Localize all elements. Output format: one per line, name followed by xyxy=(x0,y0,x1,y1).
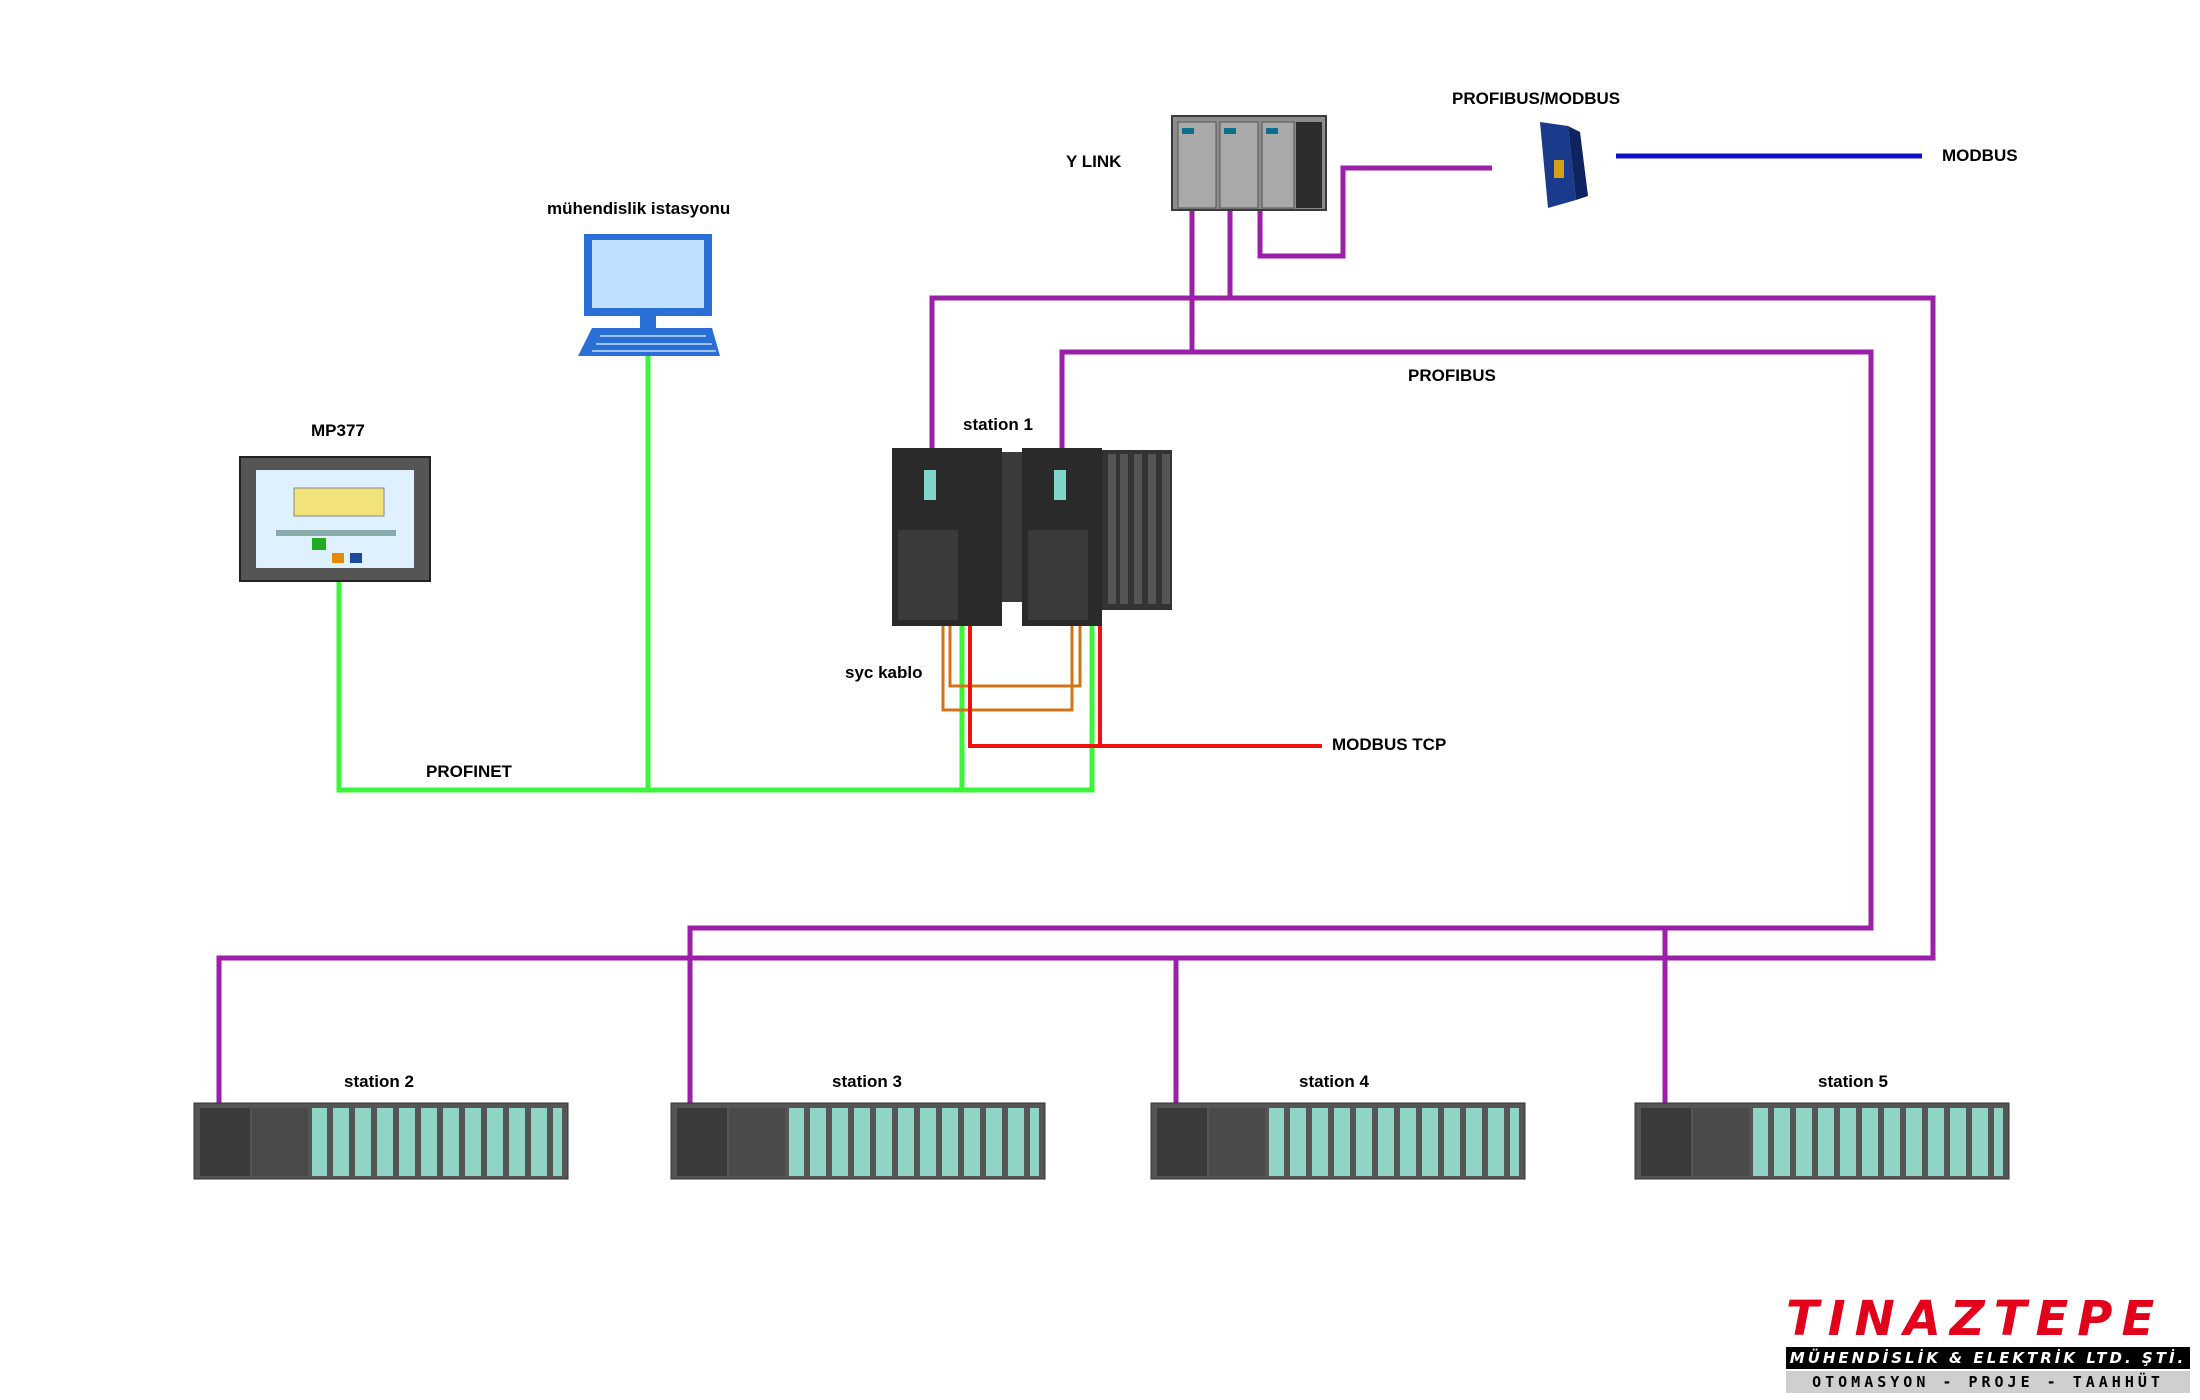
station3-rack xyxy=(670,1102,1046,1180)
remote-racks xyxy=(193,1102,2010,1180)
pc-device xyxy=(578,234,720,356)
profibus-lines xyxy=(216,165,1936,1105)
profinet-bus xyxy=(336,556,1095,793)
sync-cable-2 xyxy=(941,556,1074,712)
ylink-label: Y LINK xyxy=(1066,152,1122,171)
station5-label: station 5 xyxy=(1818,1072,1888,1091)
station2-label: station 2 xyxy=(344,1072,414,1091)
station1-label: station 1 xyxy=(963,415,1033,434)
profibus-label: PROFIBUS xyxy=(1408,366,1496,385)
gateway-device xyxy=(1540,122,1588,208)
hmi-label: MP377 xyxy=(311,421,365,440)
logo-line1: MÜHENDİSLİK & ELEKTRİK LTD. ŞTİ. xyxy=(1786,1347,2190,1369)
ylink-to-gateway xyxy=(1257,165,1492,259)
profibus-line-outer xyxy=(216,295,1936,1105)
logo-name: TINAZTEPE xyxy=(1786,1291,2164,1347)
hmi-panel xyxy=(239,456,431,582)
logo-line2: OTOMASYON - PROJE - TAAHHÜT xyxy=(1786,1371,2190,1393)
profibus-line-inner xyxy=(687,349,1874,1105)
station3-label: station 3 xyxy=(832,1072,902,1091)
station5-rack xyxy=(1634,1102,2010,1180)
gateway-label: PROFIBUS/MODBUS xyxy=(1452,89,1621,108)
modbus-label: MODBUS xyxy=(1942,146,2018,165)
station4-rack xyxy=(1150,1102,1526,1180)
station2-rack xyxy=(193,1102,569,1180)
company-logo: TINAZTEPE MÜHENDİSLİK & ELEKTRİK LTD. ŞT… xyxy=(1786,1295,2196,1395)
engineering-station-label: mühendislik istasyonu xyxy=(547,199,731,218)
profinet-label: PROFINET xyxy=(426,762,512,781)
sync-cable-label: syc kablo xyxy=(845,663,923,682)
station1-rack xyxy=(892,448,1172,626)
ylink-device xyxy=(1171,115,1327,211)
station4-label: station 4 xyxy=(1299,1072,1369,1091)
modbus-tcp-label: MODBUS TCP xyxy=(1332,735,1447,754)
